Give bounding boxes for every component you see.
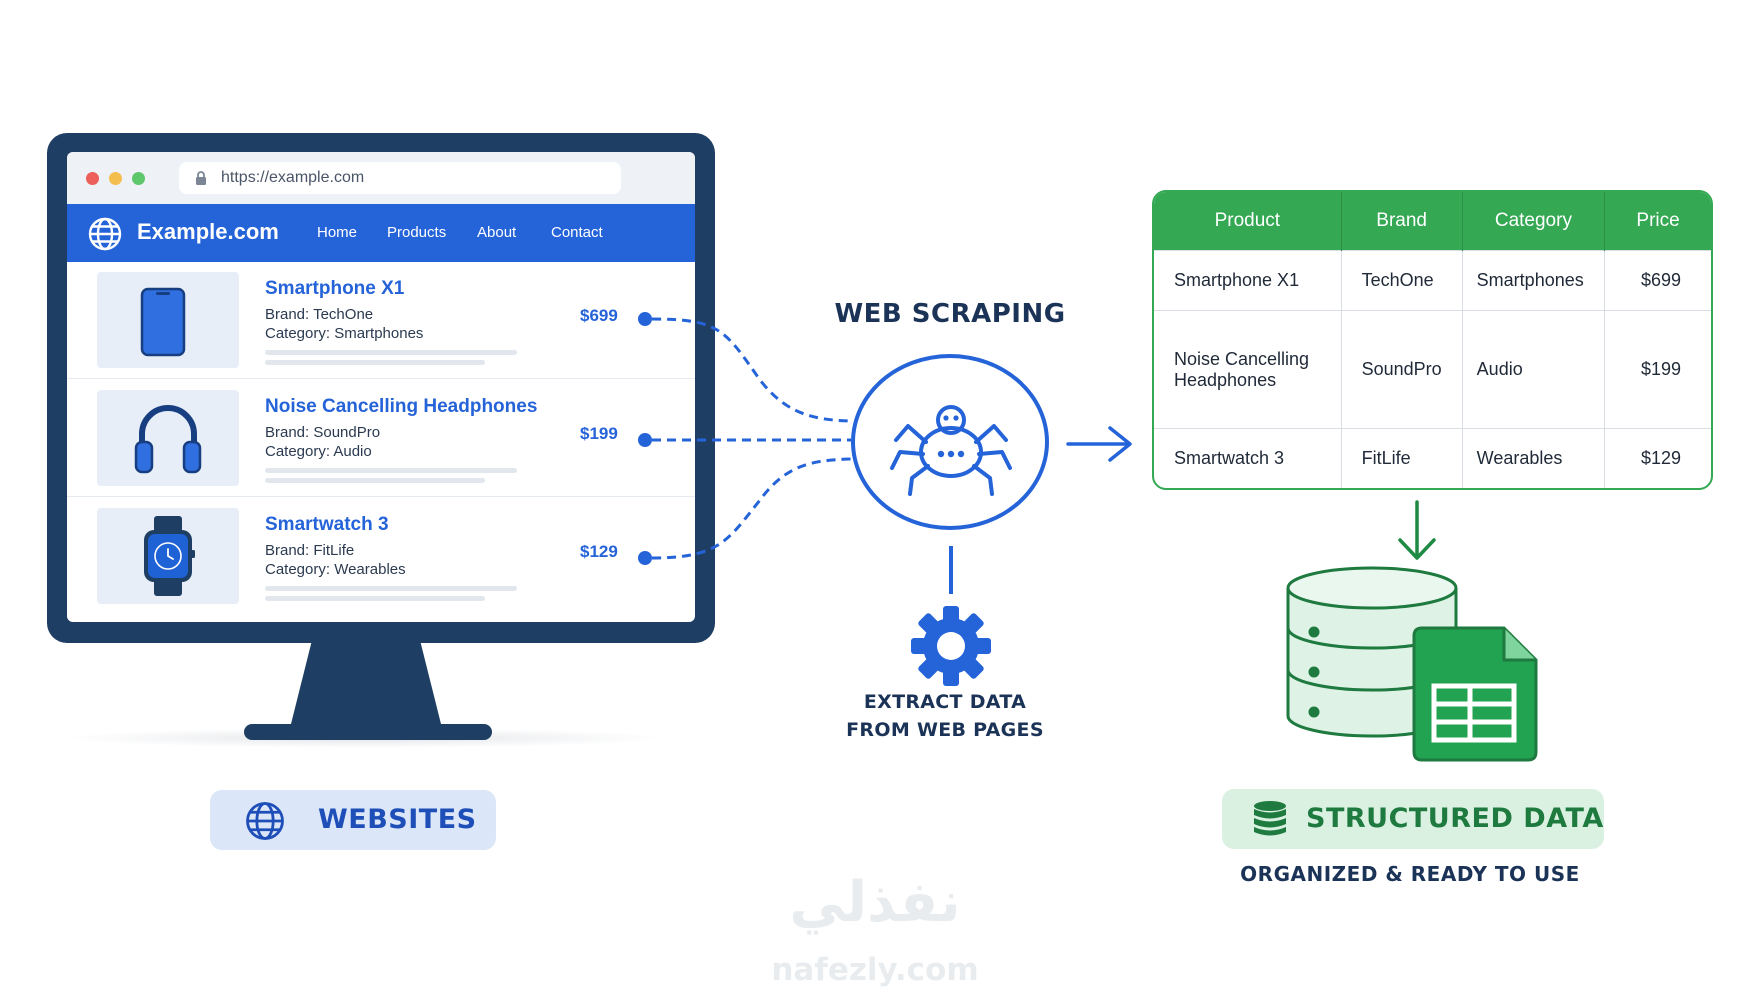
diagram-title: WEB SCRAPING — [834, 299, 1066, 329]
product-card[interactable]: Smartwatch 3 Brand: FitLife Category: We… — [67, 498, 695, 614]
placeholder-line — [265, 468, 517, 473]
monitor-stand-neck — [290, 643, 442, 728]
minimize-window-dot[interactable] — [109, 172, 122, 185]
connector-dot — [638, 551, 652, 565]
site-header: Example.com Home Products About Contact — [67, 204, 695, 262]
connector-dot — [638, 312, 652, 326]
table-header-row: Product Brand Category Price — [1154, 192, 1711, 251]
table-cell: Audio — [1462, 310, 1606, 429]
extract-caption: EXTRACT DATA FROM WEB PAGES — [800, 688, 1090, 744]
table-header-category: Category — [1462, 192, 1606, 251]
table-row: Smartwatch 3 FitLife Wearables $129 — [1154, 428, 1711, 488]
product-category: Category: Smartphones — [265, 325, 424, 342]
product-thumbnail — [97, 390, 239, 486]
scraper-node — [851, 354, 1049, 530]
arrow-down-icon — [1398, 500, 1436, 560]
table-cell: SoundPro — [1341, 310, 1463, 429]
websites-badge: WEBSITES — [210, 790, 496, 850]
structured-table: Product Brand Category Price Smartphone … — [1152, 190, 1713, 490]
extract-caption-line2: FROM WEB PAGES — [846, 719, 1044, 741]
product-price: $199 — [580, 424, 618, 443]
structured-data-label: STRUCTURED DATA — [1306, 803, 1604, 834]
lock-icon — [196, 171, 206, 185]
table-cell: $699 — [1604, 249, 1711, 311]
organized-caption: ORGANIZED & READY TO USE — [1240, 862, 1580, 886]
placeholder-line — [265, 350, 517, 355]
table-cell: Wearables — [1462, 428, 1606, 488]
table-header-price: Price — [1604, 192, 1711, 251]
product-brand: Brand: SoundPro — [265, 424, 381, 441]
table-cell: TechOne — [1341, 249, 1463, 311]
websites-label: WEBSITES — [318, 804, 477, 835]
headphones-icon — [134, 405, 202, 474]
monitor-stand-base — [244, 724, 492, 740]
globe-icon — [246, 802, 284, 840]
close-window-dot[interactable] — [86, 172, 99, 185]
smartwatch-icon — [144, 516, 195, 596]
product-category: Category: Wearables — [265, 561, 406, 578]
table-cell: Smartphone X1 — [1154, 249, 1342, 311]
product-name[interactable]: Noise Cancelling Headphones — [265, 396, 538, 417]
browser-toolbar: https://example.com — [67, 152, 695, 204]
connector-dot — [638, 433, 652, 447]
product-thumbnail — [97, 272, 239, 368]
product-card[interactable]: Smartphone X1 Brand: TechOne Category: S… — [67, 262, 695, 379]
product-name[interactable]: Smartwatch 3 — [265, 514, 389, 535]
extract-caption-line1: EXTRACT DATA — [863, 691, 1027, 713]
product-brand: Brand: FitLife — [265, 542, 355, 559]
maximize-window-dot[interactable] — [132, 172, 145, 185]
url-text: https://example.com — [221, 169, 365, 186]
product-price: $699 — [580, 306, 618, 325]
table-cell: $199 — [1604, 310, 1711, 429]
table-row: Smartphone X1 TechOne Smartphones $699 — [1154, 249, 1711, 311]
structured-data-badge: STRUCTURED DATA — [1222, 789, 1604, 849]
nav-link-home[interactable]: Home — [317, 224, 358, 241]
product-category: Category: Audio — [265, 443, 372, 460]
spreadsheet-icon — [1412, 626, 1538, 762]
watermark-latin: nafezly.com — [771, 952, 979, 988]
browser-window: https://example.com Example.com Home Pro… — [67, 152, 695, 622]
table-header-product: Product — [1154, 192, 1342, 251]
globe-icon — [88, 217, 122, 251]
placeholder-line — [265, 586, 517, 591]
database-spreadsheet-illustration — [1286, 566, 1538, 762]
dashed-connector-top — [651, 317, 852, 423]
gear-icon — [911, 606, 991, 686]
placeholder-line — [265, 360, 485, 365]
site-logo-text[interactable]: Example.com — [137, 219, 279, 244]
database-stack-icon — [1254, 801, 1286, 836]
placeholder-line — [265, 596, 485, 601]
table-cell: $129 — [1604, 428, 1711, 488]
table-cell: FitLife — [1341, 428, 1463, 488]
table-cell: Noise Cancelling Headphones — [1154, 310, 1342, 429]
nav-link-contact[interactable]: Contact — [551, 224, 603, 241]
nav-link-about[interactable]: About — [477, 224, 517, 241]
placeholder-line — [265, 478, 485, 483]
address-bar[interactable]: https://example.com — [179, 162, 621, 194]
product-card[interactable]: Noise Cancelling Headphones Brand: Sound… — [67, 380, 695, 497]
product-thumbnail — [97, 508, 239, 604]
product-name[interactable]: Smartphone X1 — [265, 278, 405, 299]
smartphone-icon — [140, 287, 186, 357]
arrow-right-icon — [1066, 426, 1132, 462]
table-header-brand: Brand — [1341, 192, 1463, 251]
dashed-connector-bottom — [651, 457, 852, 560]
table-row: Noise Cancelling Headphones SoundPro Aud… — [1154, 310, 1711, 429]
product-price: $129 — [580, 542, 618, 561]
table-cell: Smartwatch 3 — [1154, 428, 1342, 488]
product-brand: Brand: TechOne — [265, 306, 374, 323]
watermark-arabic: نفذلي — [789, 870, 961, 935]
table-cell: Smartphones — [1462, 249, 1606, 311]
nav-link-products[interactable]: Products — [387, 224, 447, 241]
spider-icon — [890, 405, 1012, 496]
